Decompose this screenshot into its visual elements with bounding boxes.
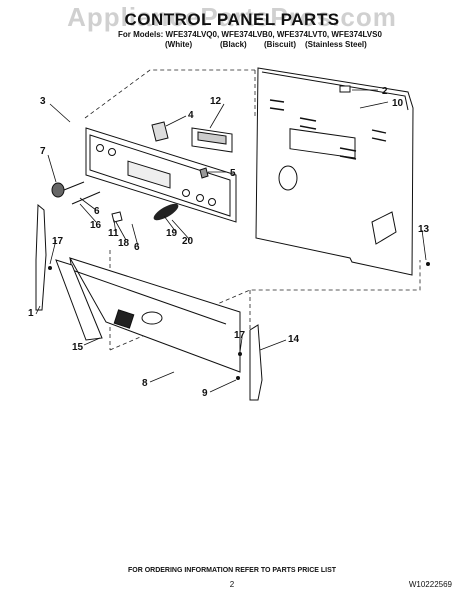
callout-4: 4 (188, 110, 194, 121)
callout-15: 15 (72, 342, 84, 353)
clip-part (339, 85, 351, 93)
overlay-badge (153, 203, 179, 221)
callout-13: 13 (418, 224, 430, 235)
indicator-light (111, 211, 123, 223)
electronic-clock (191, 127, 233, 153)
spring-clip (199, 167, 209, 179)
callout-9: 9 (202, 388, 208, 399)
callout-5: 5 (230, 168, 236, 179)
page-number: 2 (229, 580, 235, 589)
callout-19: 19 (166, 228, 178, 239)
callout-6b: 6 (134, 242, 140, 253)
rear-panel (255, 67, 414, 276)
callout-6a: 6 (94, 206, 100, 217)
model-list: For Models: WFE374LVQ0, WFE374LVB0, WFE3… (118, 30, 382, 39)
color-white: (White) (165, 40, 193, 49)
callout-1: 1 (28, 308, 34, 319)
callout-10: 10 (392, 98, 404, 109)
right-end-cap (249, 324, 263, 401)
callout-7: 7 (40, 146, 46, 157)
ordering-note: FOR ORDERING INFORMATION REFER TO PARTS … (127, 567, 337, 574)
screw (426, 262, 430, 266)
screw (48, 266, 52, 270)
callout-16: 16 (90, 220, 102, 231)
callout-14: 14 (288, 334, 300, 345)
document-id: W10222569 (408, 580, 452, 589)
manifold-panel (68, 257, 241, 373)
callout-20: 20 (182, 236, 194, 247)
color-stainless: (Stainless Steel) (305, 40, 367, 49)
color-black: (Black) (220, 40, 247, 49)
callout-2: 2 (382, 86, 388, 97)
callout-12: 12 (210, 96, 222, 107)
leader-lines (35, 89, 427, 393)
control-panel-face (85, 127, 237, 223)
screw (238, 352, 242, 356)
screw (236, 376, 240, 380)
left-end-cap (35, 203, 47, 311)
page-title: CONTROL PANEL PARTS (124, 10, 340, 29)
control-knob (51, 182, 65, 198)
callout-8: 8 (142, 378, 148, 389)
callout-3: 3 (40, 96, 46, 107)
watermark: AppliancePartsPros.com (67, 2, 397, 32)
callout-17a: 17 (52, 236, 64, 247)
color-biscuit: (Biscuit) (264, 40, 296, 49)
callout-labels: 1 2 3 4 5 6 6 7 8 9 10 11 12 13 14 15 16… (28, 86, 430, 399)
callout-18: 18 (118, 238, 130, 249)
callout-11: 11 (108, 228, 119, 239)
callout-17b: 17 (234, 330, 246, 341)
infinite-switch (151, 121, 169, 142)
trim-piece (55, 259, 103, 341)
